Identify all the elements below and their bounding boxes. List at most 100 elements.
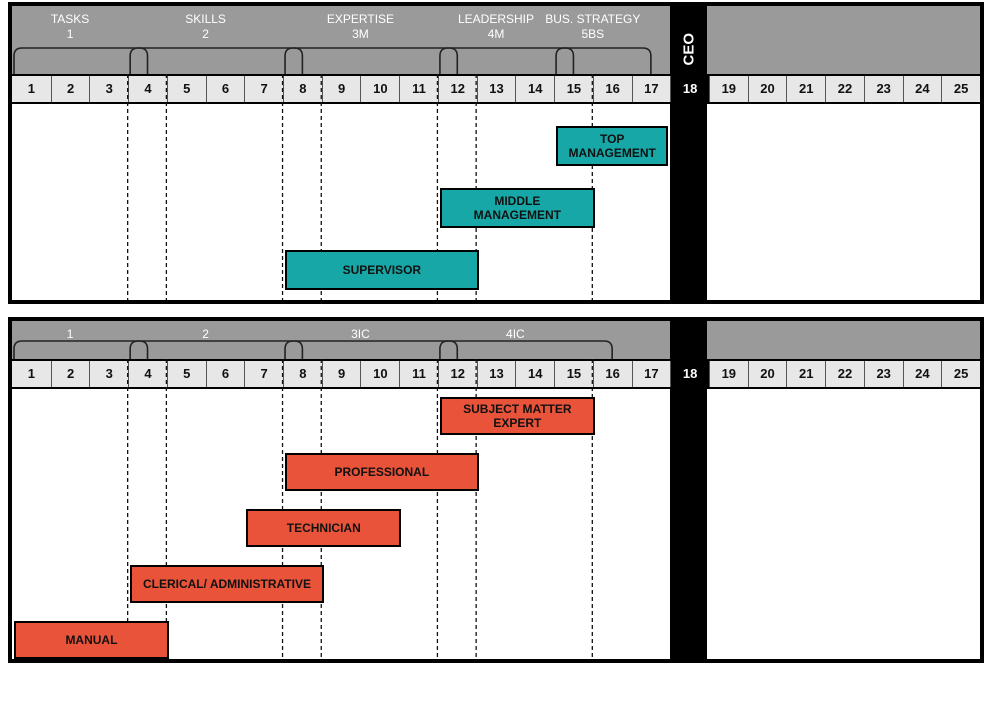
group-bracket: [555, 47, 652, 74]
level-number: 10: [360, 76, 399, 102]
role-bar-label: PROFESSIONAL: [334, 465, 430, 479]
group-code: 2: [202, 327, 209, 341]
level-number: 24: [902, 361, 942, 387]
level-number: 12: [437, 361, 477, 387]
group-code: 3M: [352, 27, 369, 41]
level-number: 16: [592, 361, 632, 387]
level-number: 10: [360, 361, 399, 387]
group-code: 2: [202, 27, 209, 41]
level-number: 14: [515, 361, 554, 387]
group-bracket: [439, 340, 613, 359]
group-label: 3IC: [351, 327, 370, 342]
ceo-label: CEO: [680, 32, 698, 66]
role-bar: MANUAL: [14, 621, 169, 659]
level-number: 23: [863, 361, 903, 387]
group-bracket: [129, 47, 304, 74]
level-number: 9: [321, 361, 361, 387]
role-bar-label: MANAGEMENT: [473, 208, 561, 222]
level-number: 15: [554, 361, 593, 387]
bracket-overlay: [13, 340, 613, 659]
role-bar-label: MIDDLE: [494, 194, 541, 208]
group-label: 1: [67, 327, 74, 342]
level-number: 19: [708, 361, 748, 387]
role-bar-label: CLERICAL/ ADMINISTRATIVE: [142, 577, 311, 591]
level-number: 2: [50, 361, 90, 387]
role-bar-label: MANAGEMENT: [568, 146, 656, 160]
level-number: 3: [89, 361, 128, 387]
level-number: 4: [128, 76, 167, 102]
group-bracket: [284, 340, 459, 359]
level-number: 25: [941, 361, 980, 387]
group-header: [12, 321, 980, 359]
level-number: 18: [670, 76, 709, 102]
level-number: 6: [205, 76, 245, 102]
role-bar: CLERICAL/ ADMINISTRATIVE: [130, 565, 324, 603]
level-number: 13: [476, 361, 516, 387]
group-bracket: [284, 47, 459, 74]
role-bar-label: SUBJECT MATTER: [463, 402, 572, 416]
ceo-column: [670, 6, 708, 300]
level-number: 11: [399, 76, 438, 102]
role-bar-label: MANUAL: [65, 633, 118, 647]
role-bar: PROFESSIONAL: [285, 453, 479, 491]
level-number: 7: [244, 361, 283, 387]
level-number: 8: [283, 361, 322, 387]
level-number: 15: [554, 76, 593, 102]
role-bar-label: SUPERVISOR: [342, 263, 422, 277]
level-number: 7: [244, 76, 283, 102]
level-number: 21: [786, 361, 825, 387]
group-title: SKILLS: [185, 12, 226, 26]
level-number: 19: [708, 76, 748, 102]
level-number: 23: [863, 76, 903, 102]
group-title: BUS. STRATEGY: [545, 12, 641, 26]
group-bracket: [13, 47, 149, 74]
level-number: 24: [902, 76, 942, 102]
group-code: 3IC: [351, 327, 370, 341]
level-number: 13: [476, 76, 516, 102]
role-bar-label: TECHNICIAN: [286, 521, 361, 535]
level-number: 1: [27, 366, 35, 381]
level-number: 1: [27, 81, 35, 96]
level-number: 17: [631, 361, 671, 387]
role-bar-label: TOP: [599, 132, 625, 146]
level-number: 16: [592, 76, 632, 102]
level-number: 17: [631, 76, 671, 102]
group-label: 4IC: [506, 327, 525, 342]
group-bracket: [13, 340, 149, 359]
level-number: 20: [747, 76, 787, 102]
level-number: 4: [128, 361, 167, 387]
group-code: 4M: [487, 27, 505, 41]
role-bar: TECHNICIAN: [246, 509, 402, 547]
bracket-overlay: [13, 47, 652, 300]
level-number: 14: [515, 76, 554, 102]
group-code: 1: [66, 327, 74, 341]
level-number: 18: [670, 361, 709, 387]
role-bar-label: EXPERT: [493, 416, 542, 430]
level-number: 20: [747, 361, 787, 387]
level-number: 2: [50, 76, 90, 102]
level-number: 5: [166, 361, 206, 387]
role-bar: SUPERVISOR: [285, 250, 479, 290]
level-number: 22: [825, 361, 864, 387]
level-number: 3: [89, 76, 128, 102]
level-number: 21: [786, 76, 825, 102]
level-number: 8: [283, 76, 322, 102]
group-title: EXPERTISE: [326, 12, 395, 26]
group-header: [12, 6, 980, 74]
level-number: 5: [166, 76, 206, 102]
group-code: 4IC: [506, 327, 525, 341]
level-number: 12: [437, 76, 477, 102]
level-number: 11: [399, 361, 438, 387]
group-bracket: [129, 340, 304, 359]
group-code: 1: [66, 27, 74, 41]
group-bracket: [439, 47, 575, 74]
